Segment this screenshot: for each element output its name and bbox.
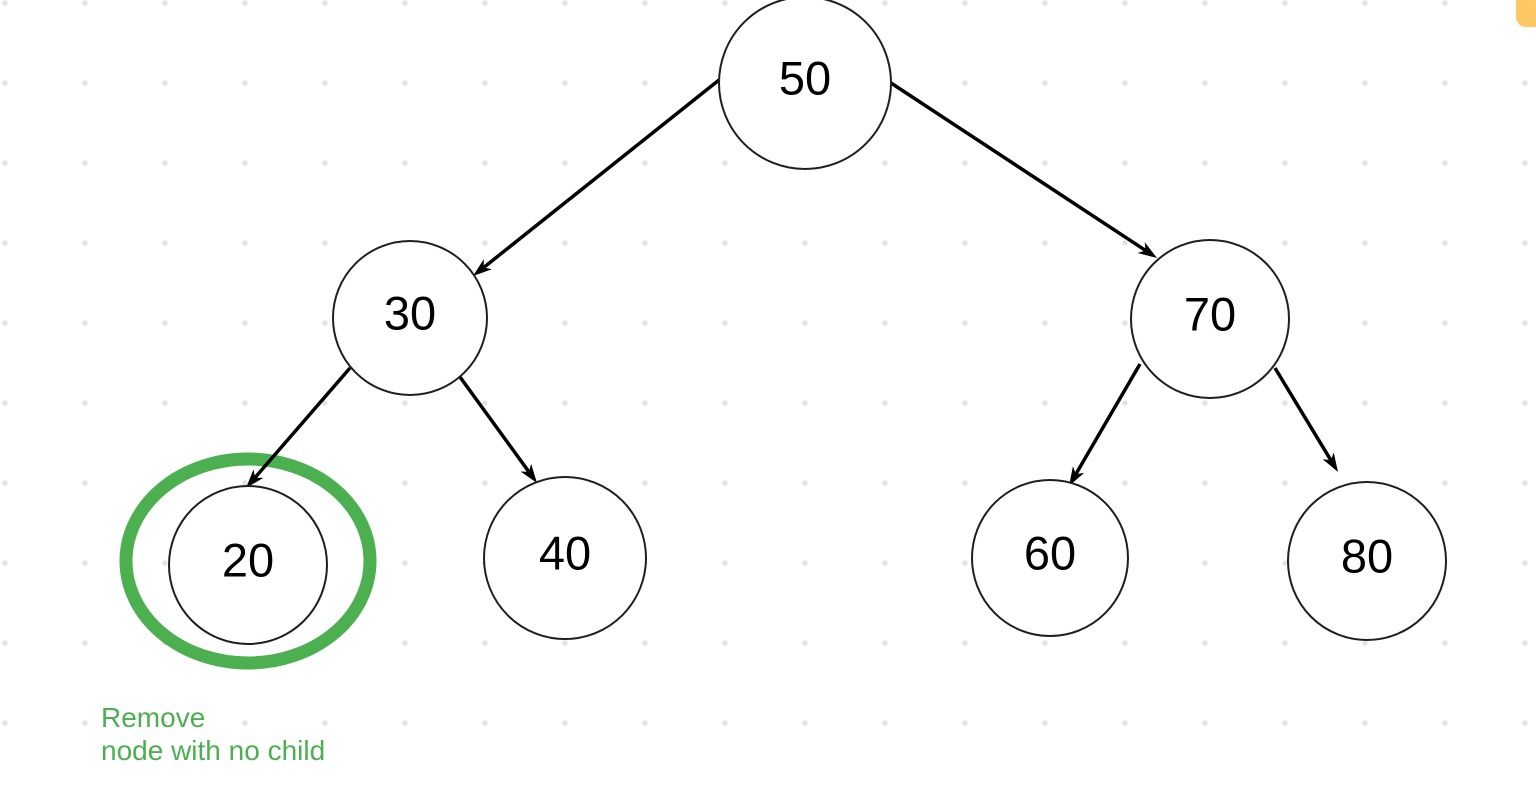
tree-edge-30-40 [458,375,531,473]
edge-arrowhead-50-70 [1137,242,1157,258]
node-label-70: 70 [1184,288,1236,341]
tree-node-40 [483,476,647,640]
tree-node-70 [1130,239,1290,399]
node-label-80: 80 [1341,530,1393,583]
tree-node-80 [1287,481,1447,641]
tree-node-20 [168,485,328,645]
tree-edge-50-70 [890,81,1147,252]
highlight-ring-node-20 [119,452,377,670]
tree-edge-70-80 [1273,367,1333,462]
node-label-40: 40 [539,527,591,580]
node-label-30: 30 [384,287,436,340]
tree-edge-30-20 [253,366,352,479]
tree-node-30 [332,240,488,396]
annotation-line-1: Remove [101,702,206,733]
edge-arrowhead-70-60 [1069,466,1085,486]
tree-node-50 [718,0,892,170]
edge-arrowhead-70-80 [1322,452,1338,472]
tree-edge-50-30 [482,78,721,269]
edge-arrowhead-50-30 [473,259,492,276]
tree-edge-70-60 [1074,363,1142,476]
edge-arrowhead-30-40 [520,463,537,483]
node-label-20: 20 [222,534,274,587]
edge-arrowhead-30-20 [246,469,264,488]
node-label-50: 50 [779,52,831,105]
node-label-60: 60 [1024,527,1076,580]
annotation-line-2: node with no child [101,735,326,766]
corner-accent-shape [1516,0,1536,27]
annotation-remove-note: Remove node with no child [101,701,325,767]
tree-node-60 [971,479,1129,637]
